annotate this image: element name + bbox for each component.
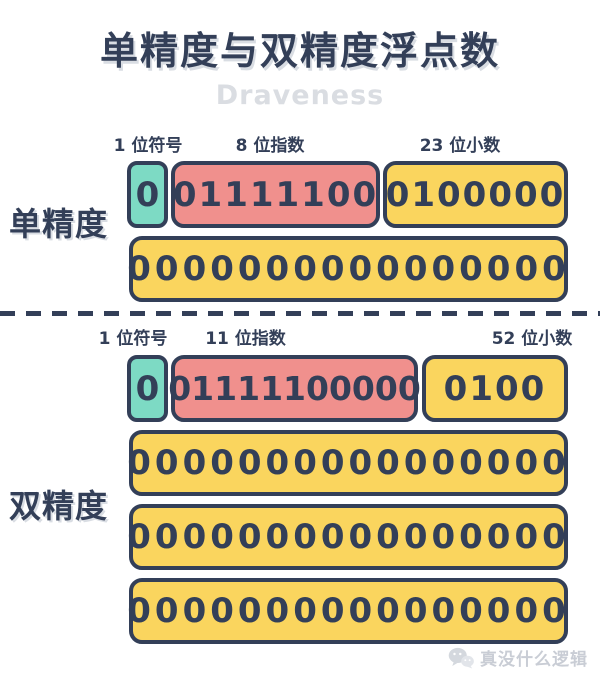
double-fraction-bits-box-row4: 0000000000000000 xyxy=(127,578,568,644)
watermark-text: 真没什么逻辑 xyxy=(480,650,588,670)
double-sign-bits-label: 1 位符号 xyxy=(98,329,168,349)
single-precision-label: 单精度 xyxy=(9,205,109,243)
watermark: 真没什么逻辑 xyxy=(448,645,588,670)
double-exponent-bits-box: 01111100000 xyxy=(168,355,421,422)
single-fraction-bits-box-row2: 0000000000000000 xyxy=(127,236,568,302)
single-exponent-bits-label: 8 位指数 xyxy=(235,136,305,156)
dashed-divider xyxy=(0,311,600,316)
double-exponent-bits-label: 11 位指数 xyxy=(205,329,286,349)
double-sign-bit-box: 0 xyxy=(127,355,168,422)
author-subtitle: Draveness xyxy=(215,80,385,111)
page-title: 单精度与双精度浮点数 xyxy=(99,29,500,73)
single-fraction-bits-box-row1: 0100000 xyxy=(383,161,568,228)
double-fraction-bits-box-row3: 0000000000000000 xyxy=(127,504,568,570)
single-sign-bits-label: 1 位符号 xyxy=(113,136,183,156)
double-fraction-bits-box-row1: 0100 xyxy=(422,355,568,422)
wechat-icon xyxy=(448,647,474,669)
double-fraction-bits-label: 52 位小数 xyxy=(491,329,573,349)
single-fraction-bits-label: 23 位小数 xyxy=(419,136,501,156)
single-sign-bit-box: 0 xyxy=(127,161,168,228)
double-precision-label: 双精度 xyxy=(9,487,109,525)
single-exponent-bits-box: 01111100 xyxy=(171,161,380,228)
double-fraction-bits-box-row2: 0000000000000000 xyxy=(127,430,568,496)
